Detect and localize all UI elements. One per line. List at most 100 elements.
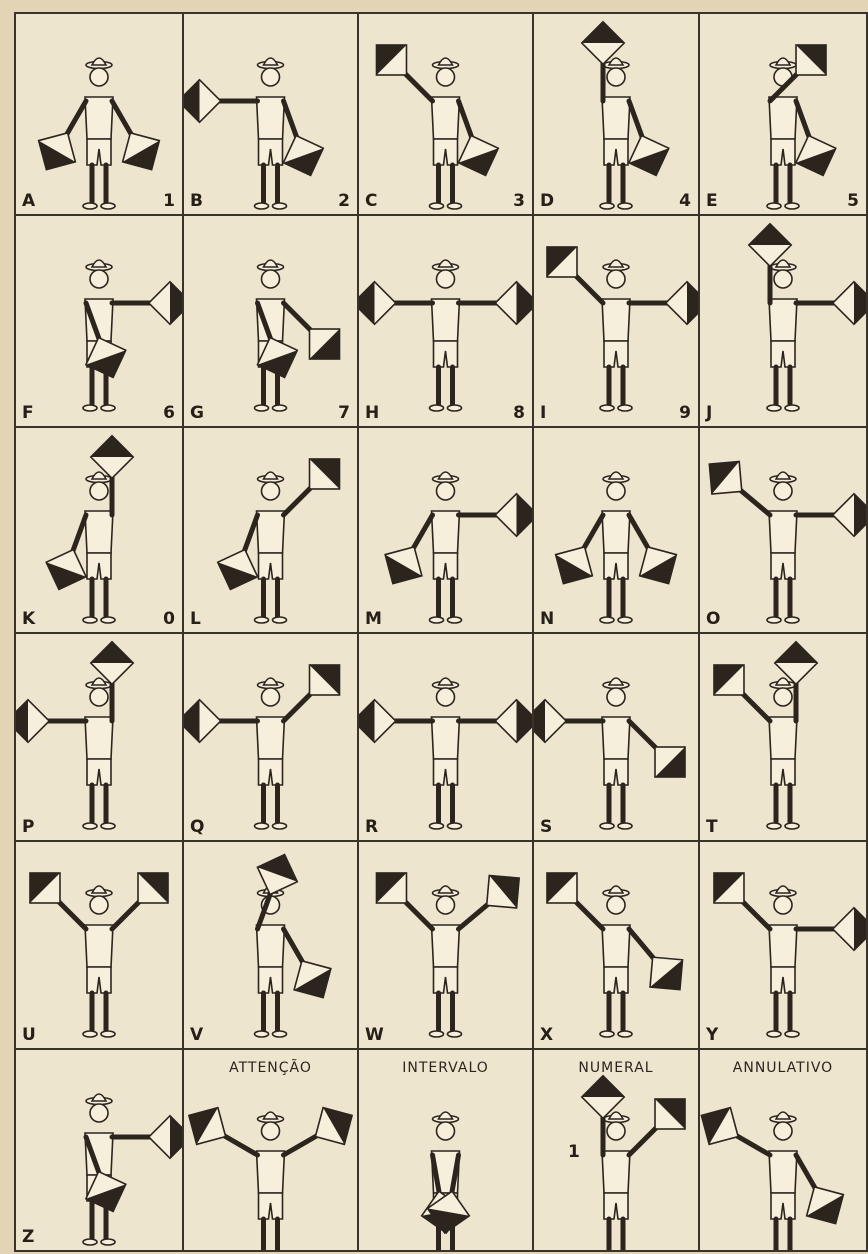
signal-flag-icon xyxy=(547,873,577,903)
semaphore-cell-p: P xyxy=(16,634,184,842)
signal-flag-icon xyxy=(46,550,86,590)
scout-figure-icon xyxy=(534,842,698,1048)
semaphore-cell-r: R xyxy=(359,634,534,842)
scout-figure-icon xyxy=(534,1050,698,1250)
scout-figure-icon xyxy=(359,634,532,840)
signal-flag-icon xyxy=(30,873,60,903)
scout-figure-icon xyxy=(700,1050,866,1250)
signal-flag-icon xyxy=(294,961,331,998)
signal-caption: ANNULATIVO xyxy=(700,1060,866,1076)
signal-flag-icon xyxy=(807,1187,844,1224)
semaphore-cell-numeral: NUMERAL1 xyxy=(534,1050,700,1252)
number-label: 4 xyxy=(679,191,691,211)
numeral-mark: 1 xyxy=(568,1142,580,1162)
signal-caption: ATTENÇÃO xyxy=(184,1060,357,1076)
signal-flag-icon xyxy=(310,459,340,489)
letter-label: I xyxy=(540,403,546,423)
semaphore-cell-attenção: ATTENÇÃO xyxy=(184,1050,359,1252)
letter-label: E xyxy=(706,191,718,211)
signal-flag-icon xyxy=(655,747,685,777)
number-label: 3 xyxy=(513,191,525,211)
letter-label: W xyxy=(365,1025,384,1045)
number-label: 9 xyxy=(679,403,691,423)
number-label: 1 xyxy=(163,191,175,211)
signal-flag-icon xyxy=(714,665,744,695)
semaphore-cell-z: Z xyxy=(16,1050,184,1252)
letter-label: A xyxy=(22,191,35,211)
signal-flag-icon xyxy=(310,665,340,695)
scout-figure-icon xyxy=(534,14,698,214)
signal-flag-icon xyxy=(138,873,168,903)
signal-flag-icon xyxy=(184,80,221,122)
semaphore-cell-u: U xyxy=(16,842,184,1050)
letter-label: K xyxy=(22,609,35,629)
letter-label: X xyxy=(540,1025,553,1045)
letter-label: B xyxy=(190,191,203,211)
scout-figure-icon xyxy=(16,14,182,214)
scout-figure-icon xyxy=(359,1050,532,1250)
signal-flag-icon xyxy=(701,1108,738,1145)
letter-label: F xyxy=(22,403,34,423)
scout-figure-icon xyxy=(16,842,182,1048)
signal-flag-icon xyxy=(650,957,683,990)
letter-label: Z xyxy=(22,1227,34,1247)
letter-label: U xyxy=(22,1025,36,1045)
signal-flag-icon xyxy=(796,136,836,176)
signal-flag-icon xyxy=(218,550,258,590)
letter-label: Q xyxy=(190,817,204,837)
scout-figure-icon xyxy=(184,216,357,426)
signal-flag-icon xyxy=(310,329,340,359)
semaphore-cell-q: Q xyxy=(184,634,359,842)
semaphore-cell-e: E5 xyxy=(700,14,868,216)
scout-figure-icon xyxy=(534,428,698,632)
letter-label: P xyxy=(22,817,34,837)
scout-figure-icon xyxy=(700,842,866,1048)
scout-figure-icon xyxy=(184,428,357,632)
signal-flag-icon xyxy=(796,45,826,75)
scout-figure-icon xyxy=(359,842,532,1048)
scout-figure-icon xyxy=(16,1050,182,1250)
number-label: 0 xyxy=(163,609,175,629)
scout-figure-icon xyxy=(184,634,357,840)
semaphore-cell-s: S xyxy=(534,634,700,842)
number-label: 8 xyxy=(513,403,525,423)
number-label: 6 xyxy=(163,403,175,423)
semaphore-cell-x: X xyxy=(534,842,700,1050)
scout-figure-icon xyxy=(16,216,182,426)
signal-flag-icon xyxy=(487,875,520,908)
signal-flag-icon xyxy=(629,136,669,176)
scout-figure-icon xyxy=(184,1050,357,1250)
signal-flag-icon xyxy=(376,873,406,903)
scout-figure-icon xyxy=(359,216,532,426)
signal-flag-icon xyxy=(376,45,406,75)
scout-figure-icon xyxy=(16,428,182,632)
signal-flag-icon xyxy=(556,547,593,584)
number-label: 2 xyxy=(338,191,350,211)
signal-flag-icon xyxy=(385,547,422,584)
signal-flag-icon xyxy=(359,282,396,324)
signal-flag-icon xyxy=(123,133,160,170)
letter-label: C xyxy=(365,191,377,211)
signal-flag-icon xyxy=(184,700,221,742)
scout-figure-icon xyxy=(700,634,866,840)
letter-label: T xyxy=(706,817,718,837)
signal-flag-icon xyxy=(534,700,566,742)
signal-flag-icon xyxy=(495,282,532,324)
semaphore-cell-intervalo: INTERVALO xyxy=(359,1050,534,1252)
semaphore-cell-n: N xyxy=(534,428,700,634)
signal-flag-icon xyxy=(666,282,698,324)
signal-flag-icon xyxy=(833,494,866,536)
semaphore-cell-m: M xyxy=(359,428,534,634)
scout-figure-icon xyxy=(700,216,866,426)
signal-flag-icon xyxy=(714,873,744,903)
signal-caption: INTERVALO xyxy=(359,1060,532,1076)
semaphore-cell-t: T xyxy=(700,634,868,842)
letter-label: N xyxy=(540,609,554,629)
signal-flag-icon xyxy=(149,282,182,324)
signal-flag-icon xyxy=(283,136,323,176)
